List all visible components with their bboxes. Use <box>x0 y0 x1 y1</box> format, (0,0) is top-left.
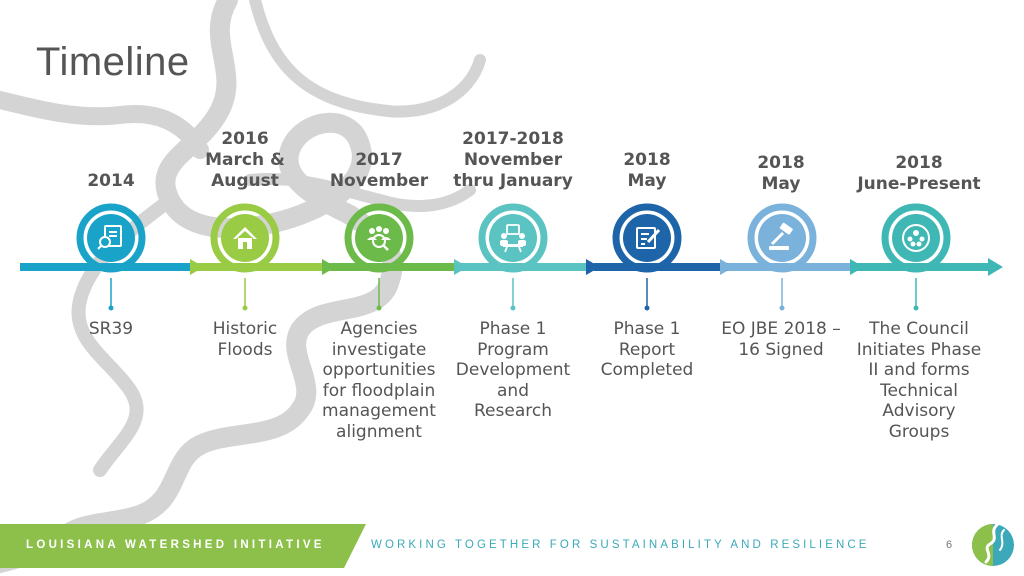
event-date-4: 2017-2018 November thru January <box>453 129 573 191</box>
milestone-6 <box>747 203 817 273</box>
timeline-joint-1 <box>190 259 204 275</box>
event-date-6: 2018 May <box>757 153 805 194</box>
timeline-joint-2 <box>322 259 336 275</box>
event-desc-2: Historic Floods <box>212 319 278 360</box>
timeline-arrowhead <box>988 258 1003 276</box>
event-desc-7: The Council Initiates Phase II and forms… <box>856 319 982 442</box>
footer-tagline: WORKING TOGETHER FOR SUSTAINABILITY AND … <box>371 539 870 551</box>
timeline-joint-4 <box>586 259 600 275</box>
milestone-1 <box>76 203 146 273</box>
event-desc-4: Phase 1 Program Development and Research <box>455 319 571 421</box>
people-search-icon <box>367 226 391 251</box>
event-desc-5: Phase 1 Report Completed <box>600 319 694 380</box>
event-date-1: 2014 <box>87 171 135 191</box>
event-date-3: 2017 November <box>329 150 429 191</box>
timeline-bar-segment-2 <box>196 263 334 271</box>
timeline-bar-segment-3 <box>330 263 466 271</box>
page-number: 6 <box>946 539 953 551</box>
event-desc-6: EO JBE 2018 – 16 Signed <box>721 319 841 360</box>
group-icon <box>902 224 930 252</box>
event-date-2: 2016 March & August <box>205 129 285 191</box>
report-edit-icon <box>636 227 661 249</box>
milestone-2 <box>210 203 280 273</box>
gavel-icon <box>769 222 793 250</box>
event-desc-3: Agencies investigate opportunities for f… <box>322 319 436 442</box>
milestone-7 <box>881 203 951 273</box>
event-date-5: 2018 May <box>623 150 671 191</box>
milestone-4 <box>478 203 548 273</box>
timeline-joint-5 <box>720 259 734 275</box>
watershed-logo-icon <box>972 522 1014 566</box>
event-date-7: 2018 June-Present <box>857 153 981 194</box>
milestone-5 <box>612 203 682 273</box>
page-title: Timeline <box>36 40 190 84</box>
timeline-joint-3 <box>454 259 468 275</box>
meeting-icon <box>500 224 526 253</box>
footer: LOUISIANA WATERSHED INITIATIVE WORKING T… <box>0 524 1024 568</box>
event-desc-1: SR39 <box>88 319 134 339</box>
footer-band <box>0 524 366 568</box>
milestone-3 <box>344 203 414 273</box>
house-icon <box>233 227 257 249</box>
footer-org-name: LOUISIANA WATERSHED INITIATIVE <box>26 539 325 551</box>
document-search-icon <box>97 225 122 250</box>
timeline-joint-6 <box>850 259 864 275</box>
